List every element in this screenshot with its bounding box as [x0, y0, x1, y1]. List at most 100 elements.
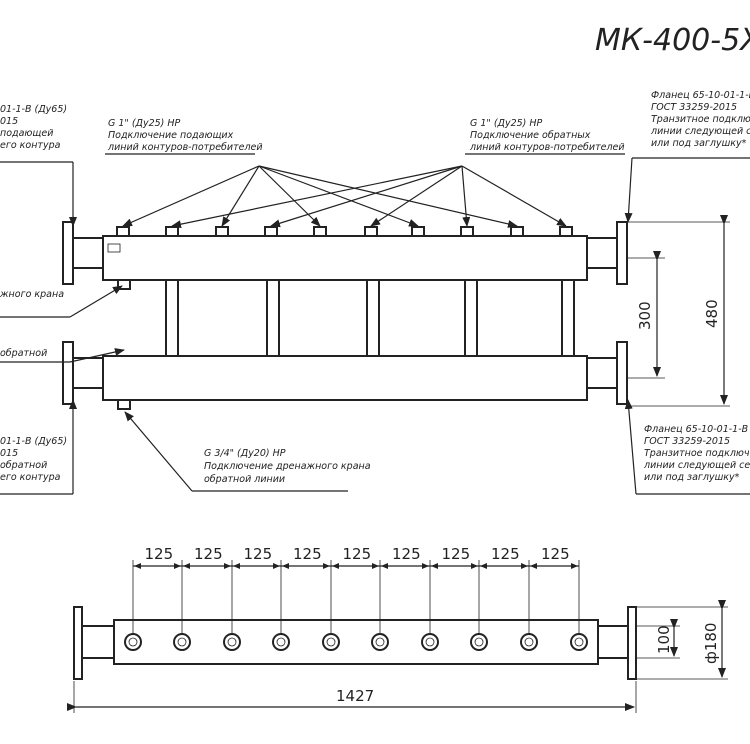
svg-text:015: 015 [0, 448, 18, 459]
dimension-arrow-icon [422, 563, 429, 569]
outlet-bore-icon [574, 637, 584, 647]
svg-text:G 3/4" (Ду20) НР: G 3/4" (Ду20) НР [204, 448, 286, 459]
svg-text:линий контуров-потребителей: линий контуров-потребителей [469, 142, 625, 153]
svg-text:01-1-В (Ду65): 01-1-В (Ду65) [0, 104, 67, 115]
note-left-top: 01-1-В (Ду65) 015 подающей его контура [0, 104, 67, 151]
pitch-label: 125 [343, 545, 372, 563]
supply-return-ports [116, 226, 573, 237]
outlet-hole-icon [520, 633, 538, 651]
svg-text:Подключение подающих: Подключение подающих [108, 130, 234, 141]
outlet-hole-icon [223, 633, 241, 651]
dimension-arrow-icon [174, 563, 181, 569]
dimension-arrow-icon [571, 563, 578, 569]
outlet-bore-icon [524, 637, 534, 647]
dimension-arrow-icon [471, 563, 478, 569]
threaded-port-icon [460, 226, 474, 237]
outlet-hole-icon [173, 633, 191, 651]
pitch-extension-lines [132, 560, 580, 634]
outlet-holes [124, 633, 588, 651]
threaded-port-icon [411, 226, 425, 237]
vertical-dimensions [628, 215, 730, 407]
pitch-label: 125 [194, 545, 223, 563]
dimension-arrow-icon [134, 563, 141, 569]
leader-lines [0, 153, 750, 495]
threaded-port-icon [116, 226, 130, 237]
side-dimensions [636, 600, 728, 680]
note-left-bottom: 01-1-В (Ду65) 015 обратной его контура [0, 436, 67, 483]
pitch-label: 125 [442, 545, 471, 563]
outlet-hole-icon [470, 633, 488, 651]
pitch-label: 125 [244, 545, 273, 563]
svg-text:его контура: его контура [0, 140, 61, 151]
pitch-label: 125 [491, 545, 520, 563]
svg-text:01-1-В (Ду65): 01-1-В (Ду65) [0, 436, 67, 447]
dimension-arrow-icon [372, 563, 379, 569]
threaded-port-icon [264, 226, 278, 237]
svg-text:Подключение дренажного крана: Подключение дренажного крана [204, 461, 371, 472]
dimension-arrow-icon [530, 563, 537, 569]
svg-text:или под заглушку*: или под заглушку* [651, 138, 747, 149]
dimension-arrow-icon [282, 563, 289, 569]
outlet-bore-icon [375, 637, 385, 647]
outlet-hole-icon [272, 633, 290, 651]
manifold-front-view [62, 221, 628, 405]
dimension-arrow-icon [183, 563, 190, 569]
height-label: 480 [703, 299, 721, 328]
note-supply: G 1" (Ду25) НР Подключение подающих лини… [107, 118, 263, 153]
flange-diameter-label: ф180 [702, 623, 720, 664]
threaded-port-icon [313, 226, 327, 237]
outlet-bore-icon [128, 637, 138, 647]
dimension-arrow-icon [332, 563, 339, 569]
svg-text:Транзитное подключе: Транзитное подключе [644, 448, 750, 459]
note-right-bottom: Фланец 65-10-01-1-В (Д ГОСТ 33259-2015 Т… [643, 424, 750, 483]
note-left-return: обратной [0, 348, 47, 359]
note-return: G 1" (Ду25) НР Подключение обратных лини… [469, 118, 625, 153]
outlet-hole-icon [124, 633, 142, 651]
threaded-port-icon [165, 226, 179, 237]
svg-text:G 1" (Ду25) НР: G 1" (Ду25) НР [470, 118, 543, 129]
note-right-top: Фланец 65-10-01-1-В ( ГОСТ 33259-2015 Тр… [650, 90, 750, 149]
threaded-port-icon [559, 226, 573, 237]
dimension-arrow-icon [381, 563, 388, 569]
outlet-hole-icon [371, 633, 389, 651]
outlet-bore-icon [276, 637, 286, 647]
svg-text:ГОСТ 33259-2015: ГОСТ 33259-2015 [651, 102, 737, 113]
svg-text:линии следующей секц: линии следующей секц [650, 126, 750, 137]
svg-text:обратной: обратной [0, 460, 47, 471]
svg-text:Фланец 65-10-01-1-В (Д: Фланец 65-10-01-1-В (Д [644, 424, 750, 435]
threaded-port-icon [215, 226, 229, 237]
svg-text:или под заглушку*: или под заглушку* [644, 472, 740, 483]
svg-text:015: 015 [0, 116, 18, 127]
dimension-arrow-icon [431, 563, 438, 569]
dimension-arrow-icon [233, 563, 240, 569]
outlet-bore-icon [425, 637, 435, 647]
pitch-label: 125 [541, 545, 570, 563]
svg-text:подающей: подающей [0, 128, 53, 139]
dimension-arrow-icon [273, 563, 280, 569]
threaded-port-icon [510, 226, 524, 237]
note-drain: G 3/4" (Ду20) НР Подключение дренажного … [204, 448, 371, 485]
svg-text:линий контуров-потребителей: линий контуров-потребителей [107, 142, 263, 153]
length-dimension [67, 681, 637, 713]
note-left-drain: жного крана [0, 289, 64, 300]
outlet-hole-icon [421, 633, 439, 651]
outlet-bore-icon [177, 637, 187, 647]
manifold-top-view [73, 606, 637, 680]
svg-text:ГОСТ 33259-2015: ГОСТ 33259-2015 [644, 436, 730, 447]
pitch-label: 125 [293, 545, 322, 563]
svg-text:Подключение обратных: Подключение обратных [470, 130, 591, 141]
total-length-label: 1427 [336, 687, 374, 705]
svg-text:обратной линии: обратной линии [204, 474, 285, 485]
svg-text:G 1" (Ду25) НР: G 1" (Ду25) НР [108, 118, 181, 129]
axis-distance-label: 300 [636, 301, 654, 330]
pitch-label: 125 [145, 545, 174, 563]
threaded-port-icon [364, 226, 378, 237]
svg-text:Транзитное подключе: Транзитное подключе [651, 114, 750, 125]
outlet-bore-icon [326, 637, 336, 647]
drain-ports [117, 279, 131, 410]
dimension-arrow-icon [480, 563, 487, 569]
svg-text:Фланец 65-10-01-1-В (: Фланец 65-10-01-1-В ( [651, 90, 750, 101]
svg-text:линии следующей секц: линии следующей секц [643, 460, 750, 471]
